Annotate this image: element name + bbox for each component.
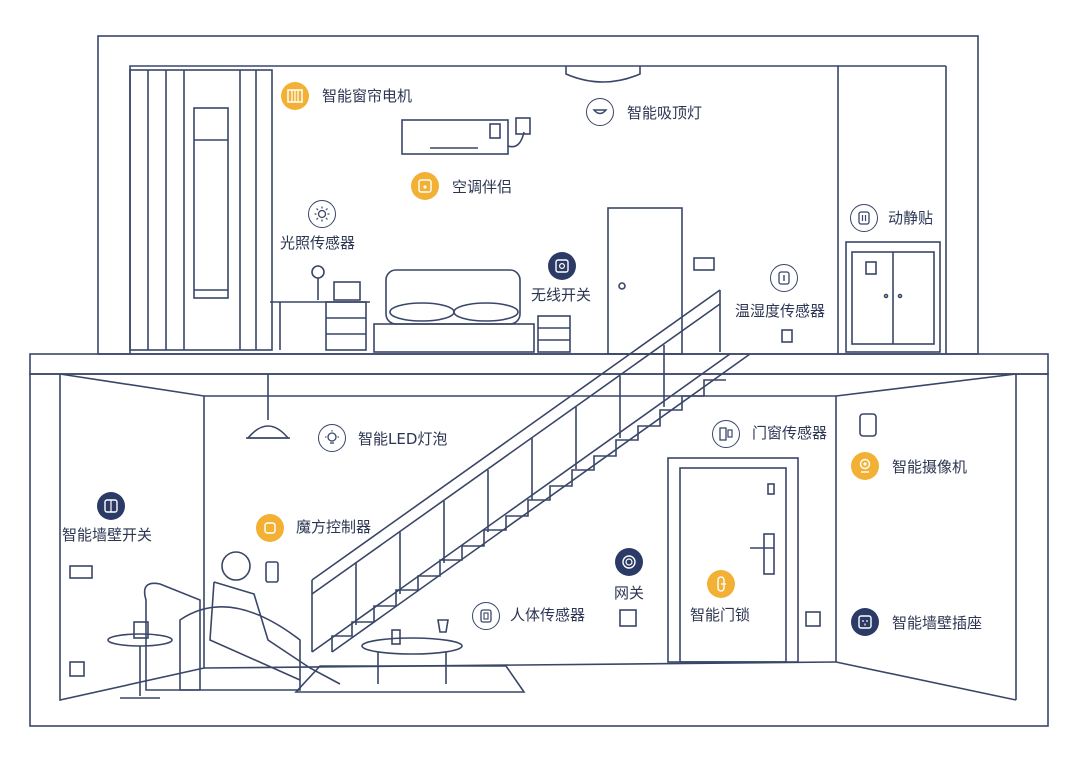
light-sensor-label: 光照传感器	[280, 234, 356, 252]
desk	[270, 265, 370, 351]
wall-switch-label: 智能墙壁开关	[62, 526, 153, 544]
wireless-switch-icon	[548, 252, 576, 280]
temp-humidity-label: 温湿度传感器	[735, 302, 826, 320]
led-bulb-label: 智能LED灯泡	[358, 430, 448, 448]
bulb-icon	[318, 424, 346, 452]
outlet-right	[805, 611, 821, 627]
coffee-table	[294, 619, 526, 693]
door-lock-label: 智能门锁	[690, 606, 751, 624]
wardrobe	[845, 241, 941, 353]
door-lock-icon	[707, 570, 735, 598]
wireless-switch-label: 无线开关	[531, 286, 592, 304]
front-door	[667, 457, 799, 663]
cube-controller-label: 魔方控制器	[296, 518, 372, 536]
floor-slab	[29, 353, 1049, 375]
ac-companion-label: 空调伴侣	[452, 178, 513, 196]
curtains	[129, 69, 273, 351]
vibration-sensor-icon	[850, 204, 878, 232]
door-window-sensor-icon	[712, 420, 740, 448]
cube-controller-icon	[256, 514, 284, 542]
wall-switch-icon	[97, 492, 125, 520]
curtain-motor-label: 智能窗帘电机	[322, 87, 413, 105]
camera-label: 智能摄像机	[892, 458, 968, 476]
bed	[373, 269, 571, 353]
staircase	[311, 289, 751, 653]
ceiling-light-label: 智能吸顶灯	[627, 104, 703, 122]
curtain-motor-icon	[281, 82, 309, 110]
upper-room-walls	[129, 65, 839, 354]
upper-door	[607, 207, 683, 355]
gateway-icon	[615, 548, 643, 576]
switch-left	[69, 565, 93, 579]
camera-device	[859, 413, 877, 437]
gateway-label: 网关	[614, 584, 645, 602]
motion-sensor-icon	[472, 602, 500, 630]
ceiling-light-icon	[586, 98, 614, 126]
pendant-lamp	[246, 374, 290, 439]
person-on-sofa	[143, 551, 341, 691]
thermometer-icon	[770, 264, 798, 292]
outlet-left	[69, 661, 85, 677]
side-table	[107, 621, 173, 699]
ac-companion-icon	[411, 172, 439, 200]
door-window-sensor-label: 门窗传感器	[752, 424, 828, 442]
gateway-device	[619, 609, 637, 627]
vibration-sensor-label: 动静贴	[888, 209, 934, 227]
ceiling-lamp	[565, 66, 641, 83]
air-conditioner	[401, 117, 531, 155]
motion-sensor-label: 人体传感器	[510, 606, 586, 624]
wall-socket-icon	[851, 608, 879, 636]
camera-icon	[851, 452, 879, 480]
wall-socket-label: 智能墙壁插座	[892, 614, 983, 632]
light-sensor-icon	[308, 200, 336, 228]
lower-floor-frame	[29, 373, 1049, 727]
